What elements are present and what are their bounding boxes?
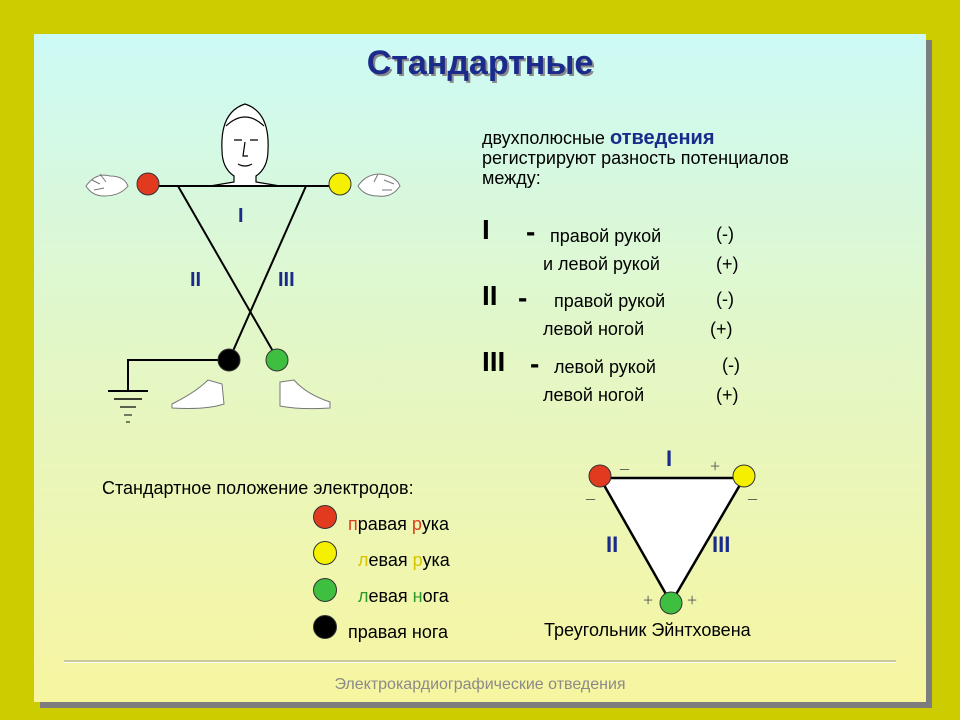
lead-2-dash: - — [518, 282, 528, 313]
sign-plus-top-right: + — [710, 456, 720, 476]
ground-wire — [127, 359, 229, 390]
legend-dot-green — [313, 578, 337, 602]
lead-2-sign-2: (+) — [710, 319, 733, 339]
lead-3-roman: III — [482, 346, 506, 377]
intro-line-2: регистрируют разность потенциалов — [482, 148, 789, 168]
lead-3-line-1: левой рукой — [554, 357, 656, 377]
triangle-caption: Треугольник Эйнтховена — [544, 620, 751, 640]
lead-3-wire — [228, 185, 307, 361]
lead-2-line-2: левой ногой — [543, 319, 645, 339]
electrode-position-title: Стандартное положение электродов: — [102, 478, 414, 498]
left-hand-icon — [357, 173, 401, 197]
legend-dot-yellow — [313, 541, 337, 565]
lead-1-dash: - — [526, 216, 536, 247]
lead-1-sign-1: (-) — [716, 224, 734, 244]
figure-lead-3-label: III — [278, 269, 295, 291]
lead-2-sign-1: (-) — [716, 289, 734, 309]
lead-2-line-1: правой рукой — [554, 291, 666, 311]
electrode-left-leg — [265, 348, 289, 372]
triangle-electrode-left-leg — [659, 591, 683, 615]
lead-3-dash: - — [530, 348, 540, 379]
right-hand-icon — [85, 173, 129, 197]
triangle-lead-2-label: II — [606, 532, 618, 557]
footer-divider — [64, 660, 896, 663]
triangle-lead-1-label: I — [666, 446, 672, 471]
left-foot-icon — [279, 379, 331, 410]
figure-lead-1-label: I — [238, 205, 244, 227]
electrode-left-arm — [328, 172, 352, 196]
sign-minus-right: – — [747, 488, 758, 508]
triangle-electrode-left-arm — [732, 464, 756, 488]
triangle-electrode-right-arm — [588, 464, 612, 488]
electrode-right-leg — [217, 348, 241, 372]
ground-icon — [108, 390, 148, 423]
sign-minus-top-left: – — [619, 458, 630, 478]
legend-left-arm: левая рука — [358, 550, 450, 570]
lead-3-line-2: левой ногой — [543, 385, 645, 405]
legend-left-leg: левая нога — [358, 586, 449, 606]
electrode-right-arm — [136, 172, 160, 196]
lead-1-line-2: и левой рукой — [543, 254, 660, 274]
lead-2-roman: II — [482, 280, 498, 311]
lead-1-line-1: правой рукой — [550, 226, 662, 246]
sign-plus-bottom-left: + — [643, 590, 653, 610]
human-figure-icon — [209, 103, 281, 187]
legend-dot-black — [313, 615, 337, 639]
sign-plus-bottom-right: + — [687, 590, 697, 610]
intro-line-3: между: — [482, 168, 541, 188]
page-title: Стандартные — [366, 44, 594, 82]
slide — [34, 34, 926, 702]
legend-dot-red — [313, 505, 337, 529]
footer-text: Электрокардиографические отведения — [334, 676, 626, 693]
lead-3-sign-2: (+) — [716, 385, 739, 405]
legend-right-arm: правая рука — [348, 514, 449, 534]
figure-lead-2-label: II — [190, 269, 201, 291]
lead-2-wire — [177, 185, 279, 361]
intro-highlight: отведения — [609, 127, 715, 149]
lead-1-roman: I — [482, 214, 490, 245]
right-foot-icon — [171, 379, 225, 409]
einthoven-triangle — [597, 476, 747, 606]
legend-right-leg: правая нога — [348, 622, 449, 642]
intro-prefix: двухполюсные — [482, 128, 605, 148]
lead-1-sign-2: (+) — [716, 254, 739, 274]
triangle-lead-3-label: III — [712, 532, 730, 557]
intro-text: двухполюсные отведения регистрируют разн… — [482, 128, 789, 188]
sign-minus-left: – — [585, 488, 596, 508]
lead-3-sign-1: (-) — [722, 355, 740, 375]
